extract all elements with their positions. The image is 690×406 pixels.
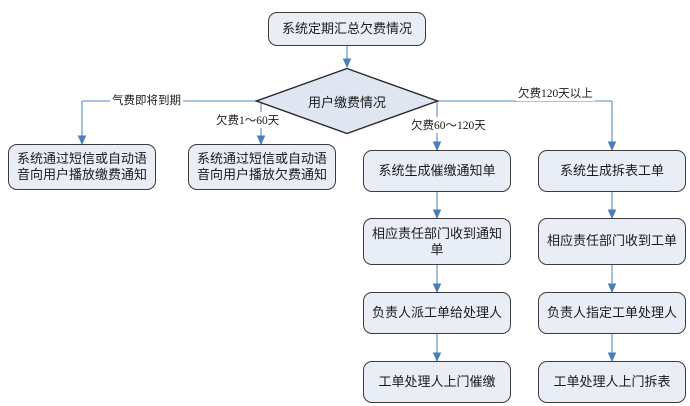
- node-4-3[interactable]: 负责人指定工单处理人: [538, 292, 686, 334]
- node-3-3-label: 负责人派工单给处理人: [371, 304, 502, 320]
- node-2-1-line-2: 音向用户播放欠费通知: [196, 167, 327, 182]
- node-3-2-label: 相应责任部门收到通知 单: [372, 226, 502, 258]
- node-start-label: 系统定期汇总欠费情况: [281, 20, 412, 36]
- node-4-1-label: 系统生成拆表工单: [559, 162, 664, 178]
- node-2-1-line-1: 系统通过短信或自动语: [196, 151, 327, 167]
- branch-label-1: 气费即将到期: [110, 92, 183, 108]
- node-2-1-label: 系统通过短信或自动语 音向用户播放欠费通知: [197, 151, 327, 183]
- node-4-4-label: 工单处理人上门拆表: [553, 373, 671, 389]
- node-1-1[interactable]: 系统通过短信或自动语 音向用户播放缴费通知: [8, 144, 156, 190]
- node-4-3-label: 负责人指定工单处理人: [546, 304, 677, 320]
- node-3-2-line-1: 相应责任部门收到通知: [371, 225, 502, 241]
- node-3-4-label: 工单处理人上门催缴: [378, 373, 496, 389]
- diamond-shape: [255, 67, 439, 135]
- node-3-2-line-2: 单: [430, 241, 444, 257]
- node-start[interactable]: 系统定期汇总欠费情况: [268, 12, 426, 46]
- node-3-2[interactable]: 相应责任部门收到通知 单: [363, 218, 511, 265]
- node-4-4[interactable]: 工单处理人上门拆表: [538, 361, 686, 403]
- branch-label-3: 欠费60～120天: [409, 117, 488, 133]
- node-4-2-label: 相应责任部门收到工单: [546, 233, 677, 249]
- node-4-2[interactable]: 相应责任部门收到工单: [538, 218, 686, 265]
- node-3-1-label: 系统生成催缴通知单: [378, 162, 496, 178]
- node-2-1[interactable]: 系统通过短信或自动语 音向用户播放欠费通知: [188, 144, 336, 190]
- node-1-1-label: 系统通过短信或自动语 音向用户播放缴费通知: [17, 151, 147, 183]
- node-3-4[interactable]: 工单处理人上门催缴: [363, 361, 511, 403]
- branch-label-4: 欠费120天以上: [516, 85, 595, 101]
- node-decision-label: 用户缴费情况: [307, 94, 386, 110]
- node-4-1[interactable]: 系统生成拆表工单: [538, 150, 686, 192]
- node-1-1-line-2: 音向用户播放缴费通知: [16, 167, 147, 182]
- node-1-1-line-1: 系统通过短信或自动语: [16, 151, 147, 167]
- node-decision-payment-status[interactable]: 用户缴费情况: [255, 67, 439, 135]
- node-3-1[interactable]: 系统生成催缴通知单: [363, 150, 511, 192]
- node-3-3[interactable]: 负责人派工单给处理人: [363, 292, 511, 334]
- branch-label-2: 欠费1～60天: [214, 112, 282, 128]
- node-decision-label-wrap: 用户缴费情况: [255, 67, 439, 135]
